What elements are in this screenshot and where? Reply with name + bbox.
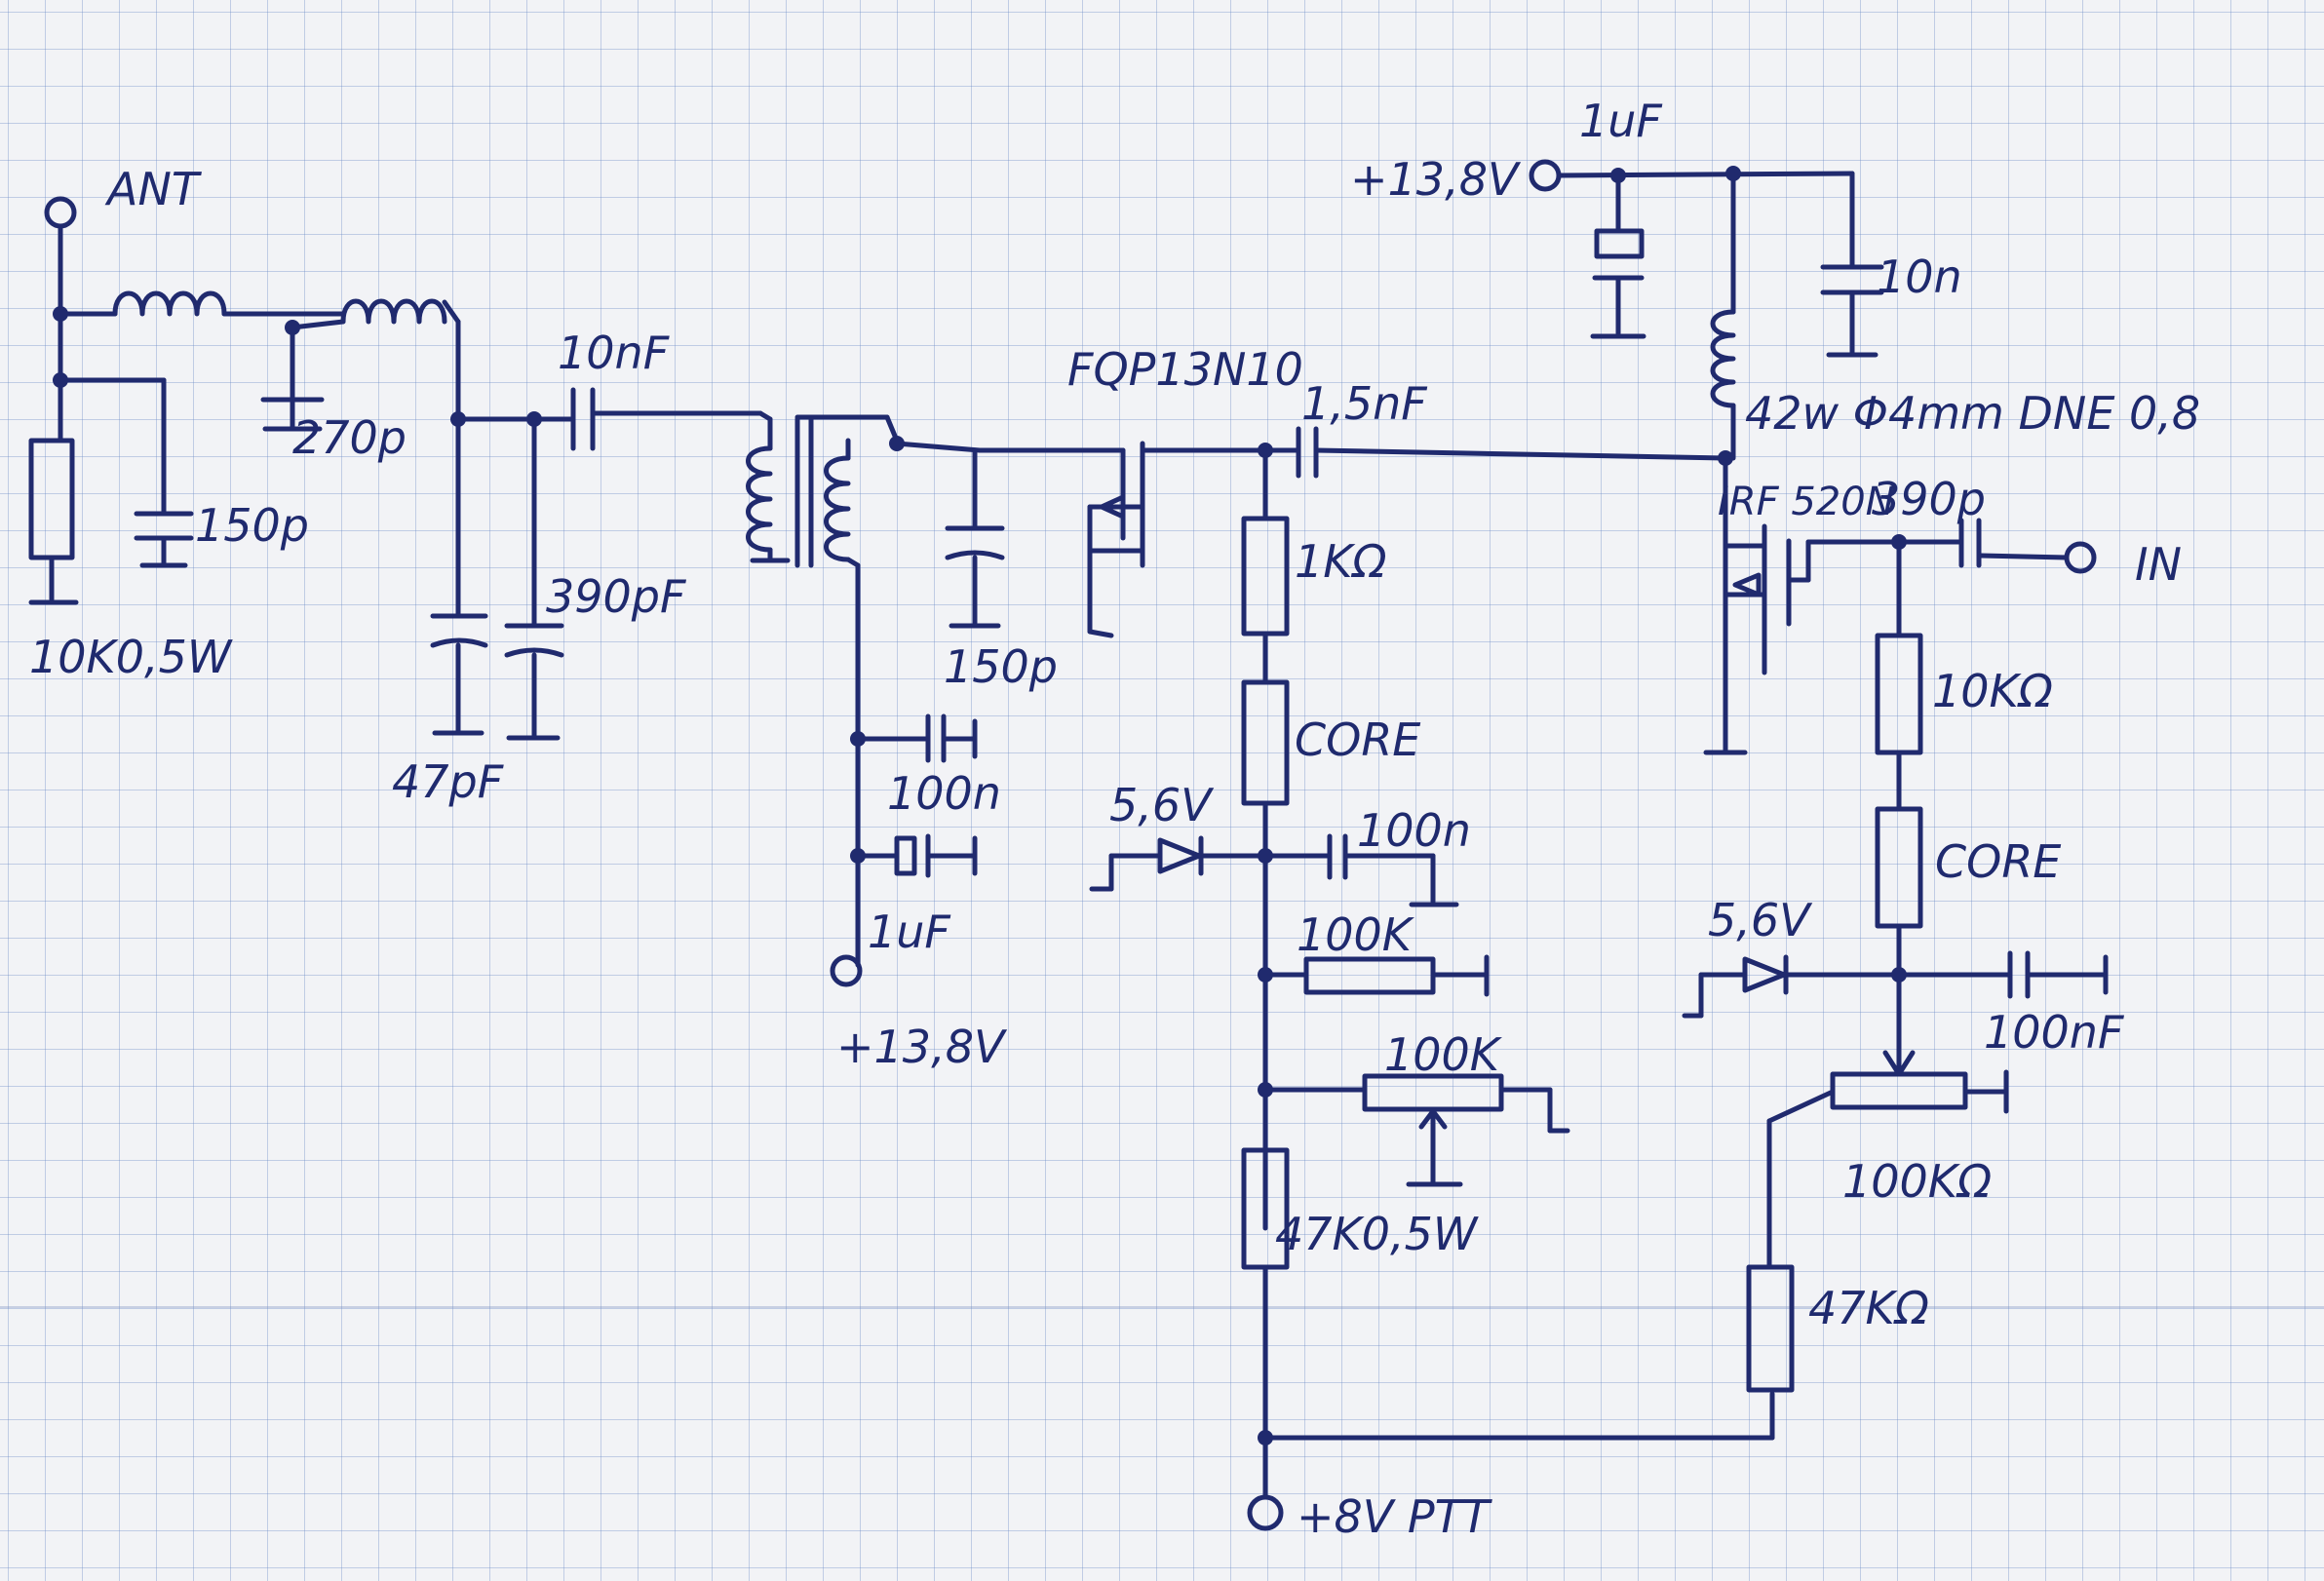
mosfet-irf520n-icon: [1703, 455, 1811, 755]
input-label: IN: [2135, 538, 2182, 591]
c-100n-b-label: 100n: [1357, 804, 1471, 857]
potentiometer-100kohm-icon: [1766, 1069, 2009, 1270]
ptt-label: +8V PTT: [1297, 1490, 1493, 1543]
resistor-47kohm-icon: [1746, 1264, 1795, 1393]
c-270p-label: 270p: [292, 411, 407, 464]
c-1uf-a-label: 1uF: [868, 906, 950, 958]
inductor-l1-icon: [58, 290, 346, 317]
capacitor-270p-icon: [260, 325, 325, 432]
r-10k-label: 10KΩ: [1932, 665, 2053, 717]
zener-a-label: 5,6V: [1109, 779, 1215, 831]
paper-ruling-line: [0, 1306, 2324, 1308]
gate-wire: [894, 441, 1126, 453]
mosfet-fqp13n10-icon: [1087, 441, 1270, 638]
capacitor-390p-icon: [1958, 518, 2097, 574]
top-supply-wire: [1529, 159, 1855, 192]
choke-label: 42w Φ4mm DNE 0,8: [1745, 387, 2200, 440]
zener-b-label: 5,6V: [1708, 894, 1813, 946]
capacitor-47pf-icon: [430, 416, 488, 736]
pot-100kohm-label: 100KΩ: [1842, 1155, 1992, 1208]
supply-terminal-icon: [830, 954, 863, 987]
c-390p-label: 390p: [1872, 473, 1986, 525]
capacitor-100nf-icon: [1896, 950, 2109, 999]
capacitor-100n-a-icon: [855, 713, 978, 763]
resistor-10k-icon: [1875, 539, 1923, 812]
ant-label: ANT: [104, 163, 203, 215]
inductor-l2-icon: [290, 298, 461, 422]
supply-13v8-bottom-label: +13,8V: [836, 1021, 1008, 1073]
pot-100k-label: 100K: [1384, 1028, 1503, 1081]
capacitor-10n-top-icon: [1820, 171, 1884, 358]
input-coupling-wire: [1805, 534, 1964, 550]
supply-13v8-top-label: +13,8V: [1350, 153, 1522, 206]
ferrite-core-b-icon: [1875, 806, 1923, 1077]
c-1-5nf-label: 1,5nF: [1301, 377, 1427, 430]
capacitor-150p-left-icon: [134, 494, 194, 568]
r-47k-label: 47K0,5W: [1275, 1208, 1479, 1260]
c-10n-top-label: 10n: [1877, 251, 1962, 303]
zener-5v6-a-icon: [1089, 835, 1268, 892]
c-390pf-label: 390pF: [546, 570, 686, 623]
r-100k-a-label: 100K: [1297, 908, 1415, 961]
core-a-label: CORE: [1295, 713, 1420, 766]
capacitor-1-5nf-icon: [1262, 426, 1728, 479]
ferrite-core-a-icon: [1241, 679, 1290, 1231]
capacitor-1uf-top-icon: [1590, 173, 1646, 339]
c-100n-a-label: 100n: [887, 767, 1001, 820]
capacitor-1uf-a-icon: [855, 833, 978, 878]
c-150p-mid-label: 150p: [944, 640, 1058, 693]
r-47kohm-label: 47KΩ: [1808, 1282, 1929, 1334]
c-47pf-label: 47pF: [392, 755, 504, 808]
c-1uf-top-label: 1uF: [1579, 95, 1662, 147]
resistor-1k-icon: [1241, 447, 1290, 685]
capacitor-10nf-icon: [570, 387, 773, 451]
potentiometer-100k-icon: [1262, 1073, 1570, 1187]
rf-choke-icon: [1710, 171, 1736, 461]
pi-node-wires: [450, 411, 576, 427]
mosfet-fqp-label: FQP13N10: [1067, 343, 1303, 396]
zener-5v6-b-icon: [1682, 954, 1902, 1019]
r-10k-label: 10K0,5W: [29, 631, 233, 683]
capacitor-390pf-icon: [504, 416, 564, 741]
ant-node-wires: [53, 306, 167, 500]
c-150p-left-label: 150p: [195, 499, 309, 552]
resistor-100k-a-icon: [1262, 954, 1490, 997]
core-b-label: CORE: [1935, 835, 2061, 888]
c-10nf-label: 10nF: [558, 327, 670, 379]
mosfet-irf-label: IRF 520N: [1718, 480, 1895, 524]
resistor-10k-icon: [28, 438, 79, 605]
ptt-bus-wire: [1247, 1264, 1775, 1531]
r-1k-label: 1KΩ: [1295, 535, 1387, 588]
capacitor-100n-b-icon: [1262, 833, 1459, 907]
transformer-icon: [746, 414, 900, 968]
antenna-terminal: [44, 196, 77, 315]
capacitor-150p-mid-icon: [945, 447, 1005, 629]
c-100nf-label: 100nF: [1984, 1006, 2124, 1059]
